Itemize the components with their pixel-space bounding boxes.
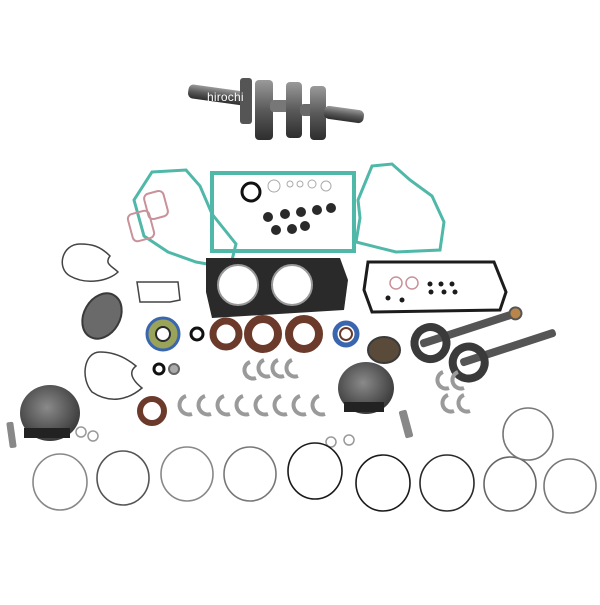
piston-rings bbox=[32, 407, 597, 514]
piston-left-icon bbox=[20, 385, 80, 441]
crankcase-gasket-right bbox=[354, 162, 446, 254]
wrist-pin-right bbox=[398, 409, 414, 439]
cam-chain-left-icon bbox=[81, 292, 123, 340]
cam-chain-right-icon bbox=[367, 336, 401, 364]
watermark-text: hirochi bbox=[207, 90, 244, 104]
wrist-pin-left bbox=[6, 421, 17, 449]
valve-stem-seals bbox=[263, 203, 336, 235]
oil-seals bbox=[137, 315, 360, 426]
gasket-set-frame bbox=[210, 171, 356, 253]
circlips bbox=[75, 426, 355, 448]
wire-gasket-bottom bbox=[84, 351, 144, 400]
piston-right-icon bbox=[338, 362, 394, 414]
connecting-rods bbox=[410, 306, 557, 383]
bearing-shells bbox=[177, 358, 471, 417]
crankshaft-icon bbox=[187, 78, 364, 140]
crankcase-gasket-left bbox=[126, 168, 238, 270]
wire-gasket-top bbox=[61, 243, 120, 282]
cylinder-head-gasket bbox=[206, 258, 348, 318]
cylinder-base-gasket bbox=[362, 260, 508, 314]
wire-gasket-small bbox=[136, 281, 181, 303]
